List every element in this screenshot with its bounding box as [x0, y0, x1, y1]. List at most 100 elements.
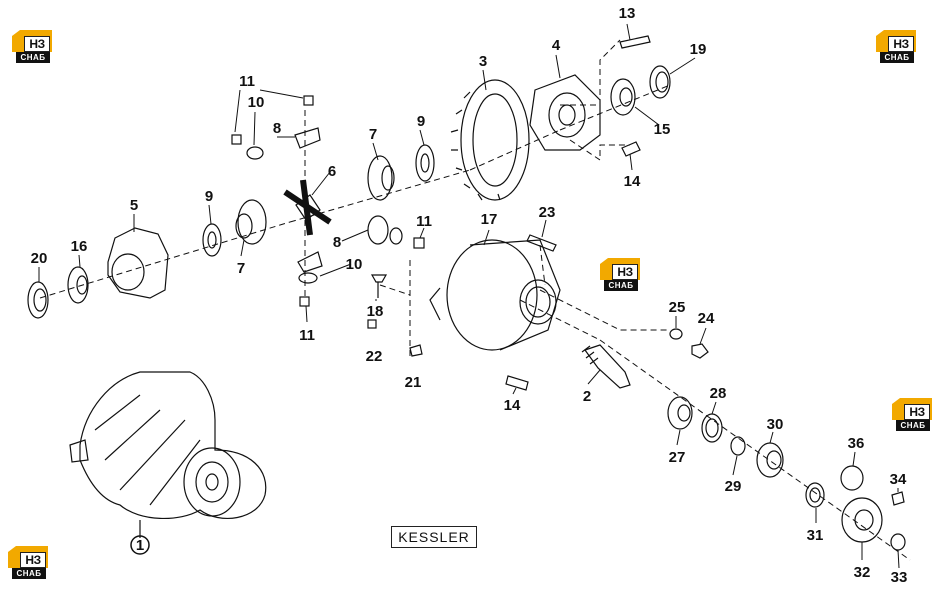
part-bolt [891, 491, 905, 506]
part-bearing [610, 78, 636, 116]
callout-number-33: 33 [891, 569, 908, 586]
callout-number-10: 10 [346, 256, 363, 273]
part-block [231, 134, 242, 145]
part-differential-case [529, 74, 601, 151]
callout-number-11: 11 [299, 327, 315, 344]
callout-number-18: 18 [367, 303, 384, 320]
part-bearing-cup [649, 65, 671, 99]
callout-number-6: 6 [328, 163, 336, 180]
part-washer [389, 227, 403, 245]
part-thrust-washer [415, 144, 435, 182]
logo-sub: СНАБ [12, 568, 46, 579]
callout-number-5: 5 [130, 197, 138, 214]
callout-number-1: 1 [136, 537, 144, 554]
callout-number-2: 2 [583, 388, 591, 405]
callout-number-4: 4 [552, 37, 561, 54]
part-pinion-gear [297, 251, 323, 273]
callout-number-11: 11 [416, 213, 432, 230]
logo-watermark: НЗ СНАБ [8, 546, 48, 580]
part-companion-flange [841, 497, 883, 543]
logo-watermark: НЗ СНАБ [12, 30, 52, 64]
part-washer [669, 328, 683, 340]
callout-number-31: 31 [807, 527, 824, 544]
part-block [303, 95, 314, 106]
callout-number-19: 19 [690, 41, 707, 58]
part-spacer [701, 413, 723, 443]
logo-watermark: НЗ СНАБ [876, 30, 916, 64]
callout-number-27: 27 [669, 449, 686, 466]
part-thrust-washer [202, 223, 222, 257]
callout-number-3: 3 [479, 53, 487, 70]
logo-sub: СНАБ [880, 52, 914, 63]
logo-sub: СНАБ [16, 52, 50, 63]
callout-number-9: 9 [205, 188, 213, 205]
logo-sub: СНАБ [604, 280, 638, 291]
callout-number-29: 29 [725, 478, 742, 495]
callout-number-28: 28 [710, 385, 727, 402]
part-bolt [370, 274, 388, 283]
part-bearing [756, 442, 784, 478]
part-bolt [621, 141, 641, 157]
callout-number-7: 7 [369, 126, 377, 143]
part-axle-housing [69, 371, 267, 538]
callout-number-24: 24 [698, 310, 715, 327]
callout-number-34: 34 [890, 471, 907, 488]
logo-mono: НЗ [612, 264, 638, 280]
part-bolt [505, 375, 529, 391]
part-dust-shield [840, 465, 864, 491]
part-ring-gear [450, 79, 530, 201]
part-spider-cross [283, 179, 332, 236]
part-washer [730, 436, 746, 456]
logo-sub: СНАБ [896, 420, 930, 431]
callout-number-15: 15 [654, 121, 671, 138]
callout-number-16: 16 [71, 238, 88, 255]
callout-number-14: 14 [504, 397, 521, 414]
logo-mono: НЗ [20, 552, 46, 568]
logo-mono: НЗ [888, 36, 914, 52]
part-nut [691, 343, 709, 359]
part-side-gear [235, 199, 267, 245]
logo-watermark: НЗ СНАБ [600, 258, 640, 292]
callout-number-8: 8 [273, 120, 281, 137]
part-pinion-gear [367, 215, 389, 245]
part-pinion-gear [294, 127, 321, 149]
callout-number-10: 10 [248, 94, 265, 111]
leader-lines [38, 23, 900, 569]
part-bearing-cup [27, 281, 49, 319]
brand-label: KESSLER [391, 526, 477, 548]
callout-number-7: 7 [237, 260, 245, 277]
logo-watermark: НЗ СНАБ [892, 398, 932, 432]
part-drive-pinion [581, 344, 631, 389]
callout-number-9: 9 [417, 113, 425, 130]
callout-number-23: 23 [539, 204, 556, 221]
logo-mono: НЗ [904, 404, 930, 420]
callout-number-22: 22 [366, 348, 383, 365]
part-bolt [526, 234, 557, 252]
callout-number-14: 14 [624, 173, 641, 190]
callout-number-13: 13 [619, 5, 636, 22]
callout-number-32: 32 [854, 564, 871, 581]
part-bolt [619, 35, 651, 49]
part-block [413, 237, 425, 249]
part-block [299, 296, 310, 307]
callout-number-30: 30 [767, 416, 784, 433]
callout-number-8: 8 [333, 234, 341, 251]
callout-number-36: 36 [848, 435, 865, 452]
part-washer [298, 272, 318, 284]
callout-number-17: 17 [481, 211, 498, 228]
part-case-half [107, 227, 169, 299]
part-bearing [667, 396, 693, 430]
callout-number-21: 21 [405, 374, 422, 391]
callout-circle [130, 535, 150, 555]
part-washer [246, 146, 264, 160]
callout-number-20: 20 [31, 250, 48, 267]
part-pin [409, 344, 423, 357]
callout-number-11: 11 [239, 73, 255, 90]
part-side-gear [367, 155, 395, 201]
part-carrier-housing [429, 239, 561, 351]
logo-mono: НЗ [24, 36, 50, 52]
part-bearing [67, 266, 89, 304]
